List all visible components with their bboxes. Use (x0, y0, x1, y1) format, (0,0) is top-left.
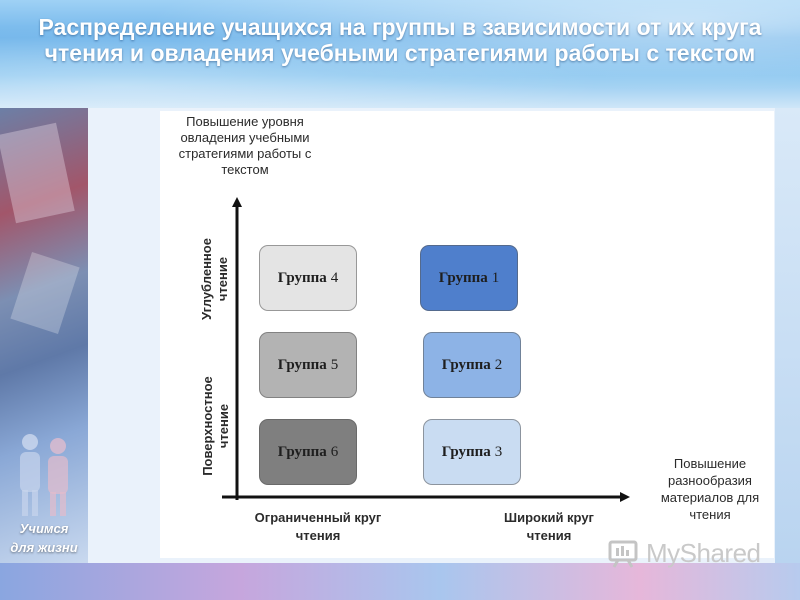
slogan-line: Учимся (19, 521, 69, 536)
group-label: Группа (438, 269, 488, 286)
y-label-line: чтение (215, 256, 230, 302)
watermark-text: MyShared (646, 537, 761, 568)
group-label: Группа (277, 269, 327, 286)
x-label-limited-reading: Ограниченный круг чтения (254, 510, 382, 543)
header-band (0, 0, 800, 108)
y-label-line: Поверхностное (200, 376, 215, 476)
group-label: Группа (277, 443, 327, 460)
y-axis-title: Повышение уровня овладения учебными стра… (178, 114, 312, 177)
y-label-line: чтение (216, 403, 231, 449)
left-decorative-strip (0, 108, 88, 563)
watermark: MyShared (606, 537, 761, 569)
group-label: Группа (441, 356, 491, 373)
right-decorative-strip (775, 108, 800, 563)
people-silhouette-icon (20, 434, 68, 516)
bottom-decorative-strip (0, 563, 800, 600)
y-label-deep-reading: Углубленное чтение (199, 231, 233, 327)
slogan-line: для жизни (10, 540, 78, 555)
x-axis-title: Повышение разнообразия материалов для чт… (660, 456, 760, 522)
slogan: Учимся для жизни (2, 519, 86, 557)
group-number: 5 (330, 356, 339, 373)
group-number: 3 (494, 443, 503, 460)
group-number: 1 (491, 269, 500, 286)
group-number: 4 (330, 269, 339, 286)
y-label-surface-reading: Поверхностное чтение (200, 371, 234, 481)
group-number: 2 (494, 356, 503, 373)
group-label: Группа (441, 443, 491, 460)
group-number: 6 (330, 443, 339, 460)
myshared-logo-icon (608, 540, 638, 568)
slide-title: Распределение учащихся на группы в завис… (38, 14, 762, 66)
x-label-wide-reading: Широкий круг чтения (504, 510, 594, 543)
y-label-line: Углубленное (199, 238, 214, 320)
group-label: Группа (277, 356, 327, 373)
